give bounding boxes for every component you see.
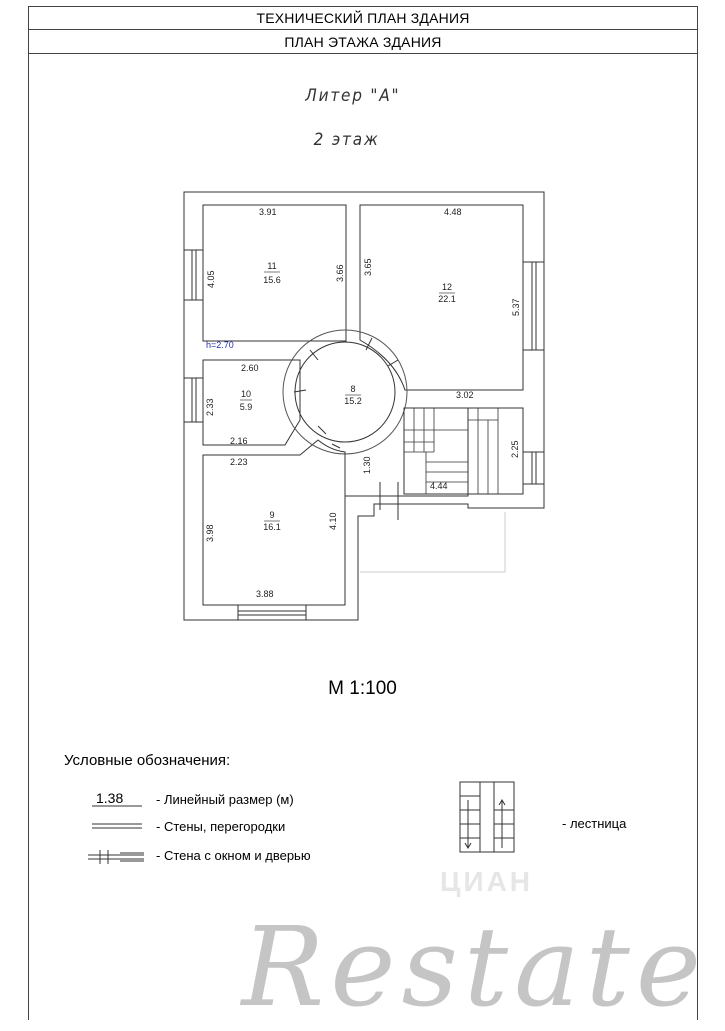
scale-label: М 1:100 xyxy=(328,678,397,699)
room-10-area: 5.9 xyxy=(240,402,253,412)
legend-item-walls: - Стены, перегородки xyxy=(156,819,286,834)
dim-stair-right: 2.25 xyxy=(510,440,520,458)
dim-hall-left: 1.30 xyxy=(362,456,372,474)
dim-stair-width: 4.44 xyxy=(430,481,448,491)
round-hall-inner xyxy=(294,341,396,443)
room-9-number: 9 xyxy=(269,510,274,520)
round-hall-outer xyxy=(282,329,408,455)
room-11-outline xyxy=(202,204,347,342)
room-10-outline xyxy=(202,359,301,446)
room-11-area: 15.6 xyxy=(263,275,281,285)
stairs-box xyxy=(403,407,524,495)
dim-r12-top: 4.48 xyxy=(444,207,462,217)
room-9-area: 16.1 xyxy=(263,522,281,532)
dim-r9-left: 3.98 xyxy=(205,524,215,542)
legend-item-dimension: - Линейный размер (м) xyxy=(156,792,294,807)
balcony-outline xyxy=(360,512,506,573)
dim-r9-right: 4.10 xyxy=(328,512,338,530)
room-11-number: 11 xyxy=(267,261,276,271)
header-subtitle: ПЛАН ЭТАЖА ЗДАНИЯ xyxy=(28,30,698,54)
dim-r9-bottom: 3.88 xyxy=(256,589,274,599)
outer-wall xyxy=(183,191,545,621)
room-12-outline xyxy=(359,204,524,391)
room-8-number: 8 xyxy=(350,384,355,394)
dim-r10-bottom: 2.16 xyxy=(230,436,248,446)
header-title: ТЕХНИЧЕСКИЙ ПЛАН ЗДАНИЯ xyxy=(28,6,698,30)
legend-title: Условные обозначения: xyxy=(64,752,231,769)
legend-item-stairs: - лестница xyxy=(562,816,627,831)
room-10-number: 10 xyxy=(241,389,251,399)
stair-treads xyxy=(404,408,499,494)
legend-sample-dim: 1.38 xyxy=(96,790,124,806)
dim-r12-left: 3.65 xyxy=(363,258,373,276)
ceiling-height: h=2.70 xyxy=(206,340,234,350)
dim-r11-left: 4.05 xyxy=(206,270,216,288)
restate-watermark: Restate xyxy=(241,903,707,1031)
drawing-frame xyxy=(28,6,698,1020)
dim-r11-top: 3.91 xyxy=(259,207,277,217)
dim-r10-left: 2.33 xyxy=(205,398,215,416)
dim-r12-bottom: 3.02 xyxy=(456,390,474,400)
legend-graphics xyxy=(88,781,515,864)
room-9-outline xyxy=(202,439,346,606)
legend-item-window-door: - Стена с окном и дверью xyxy=(156,848,311,863)
room-12-number: 12 xyxy=(442,282,452,292)
dim-r9-top: 2.23 xyxy=(230,457,248,467)
dim-r11-right: 3.66 xyxy=(335,264,345,282)
dim-r10-top: 2.60 xyxy=(241,363,259,373)
floor-label: 2 этаж xyxy=(313,130,380,150)
liter-label: Литер "А" xyxy=(305,86,401,106)
cian-watermark: ЦИАН xyxy=(440,866,534,897)
room-8-area: 15.2 xyxy=(344,396,362,406)
dim-r12-right: 5.37 xyxy=(511,298,521,316)
room-12-area: 22.1 xyxy=(438,294,456,304)
